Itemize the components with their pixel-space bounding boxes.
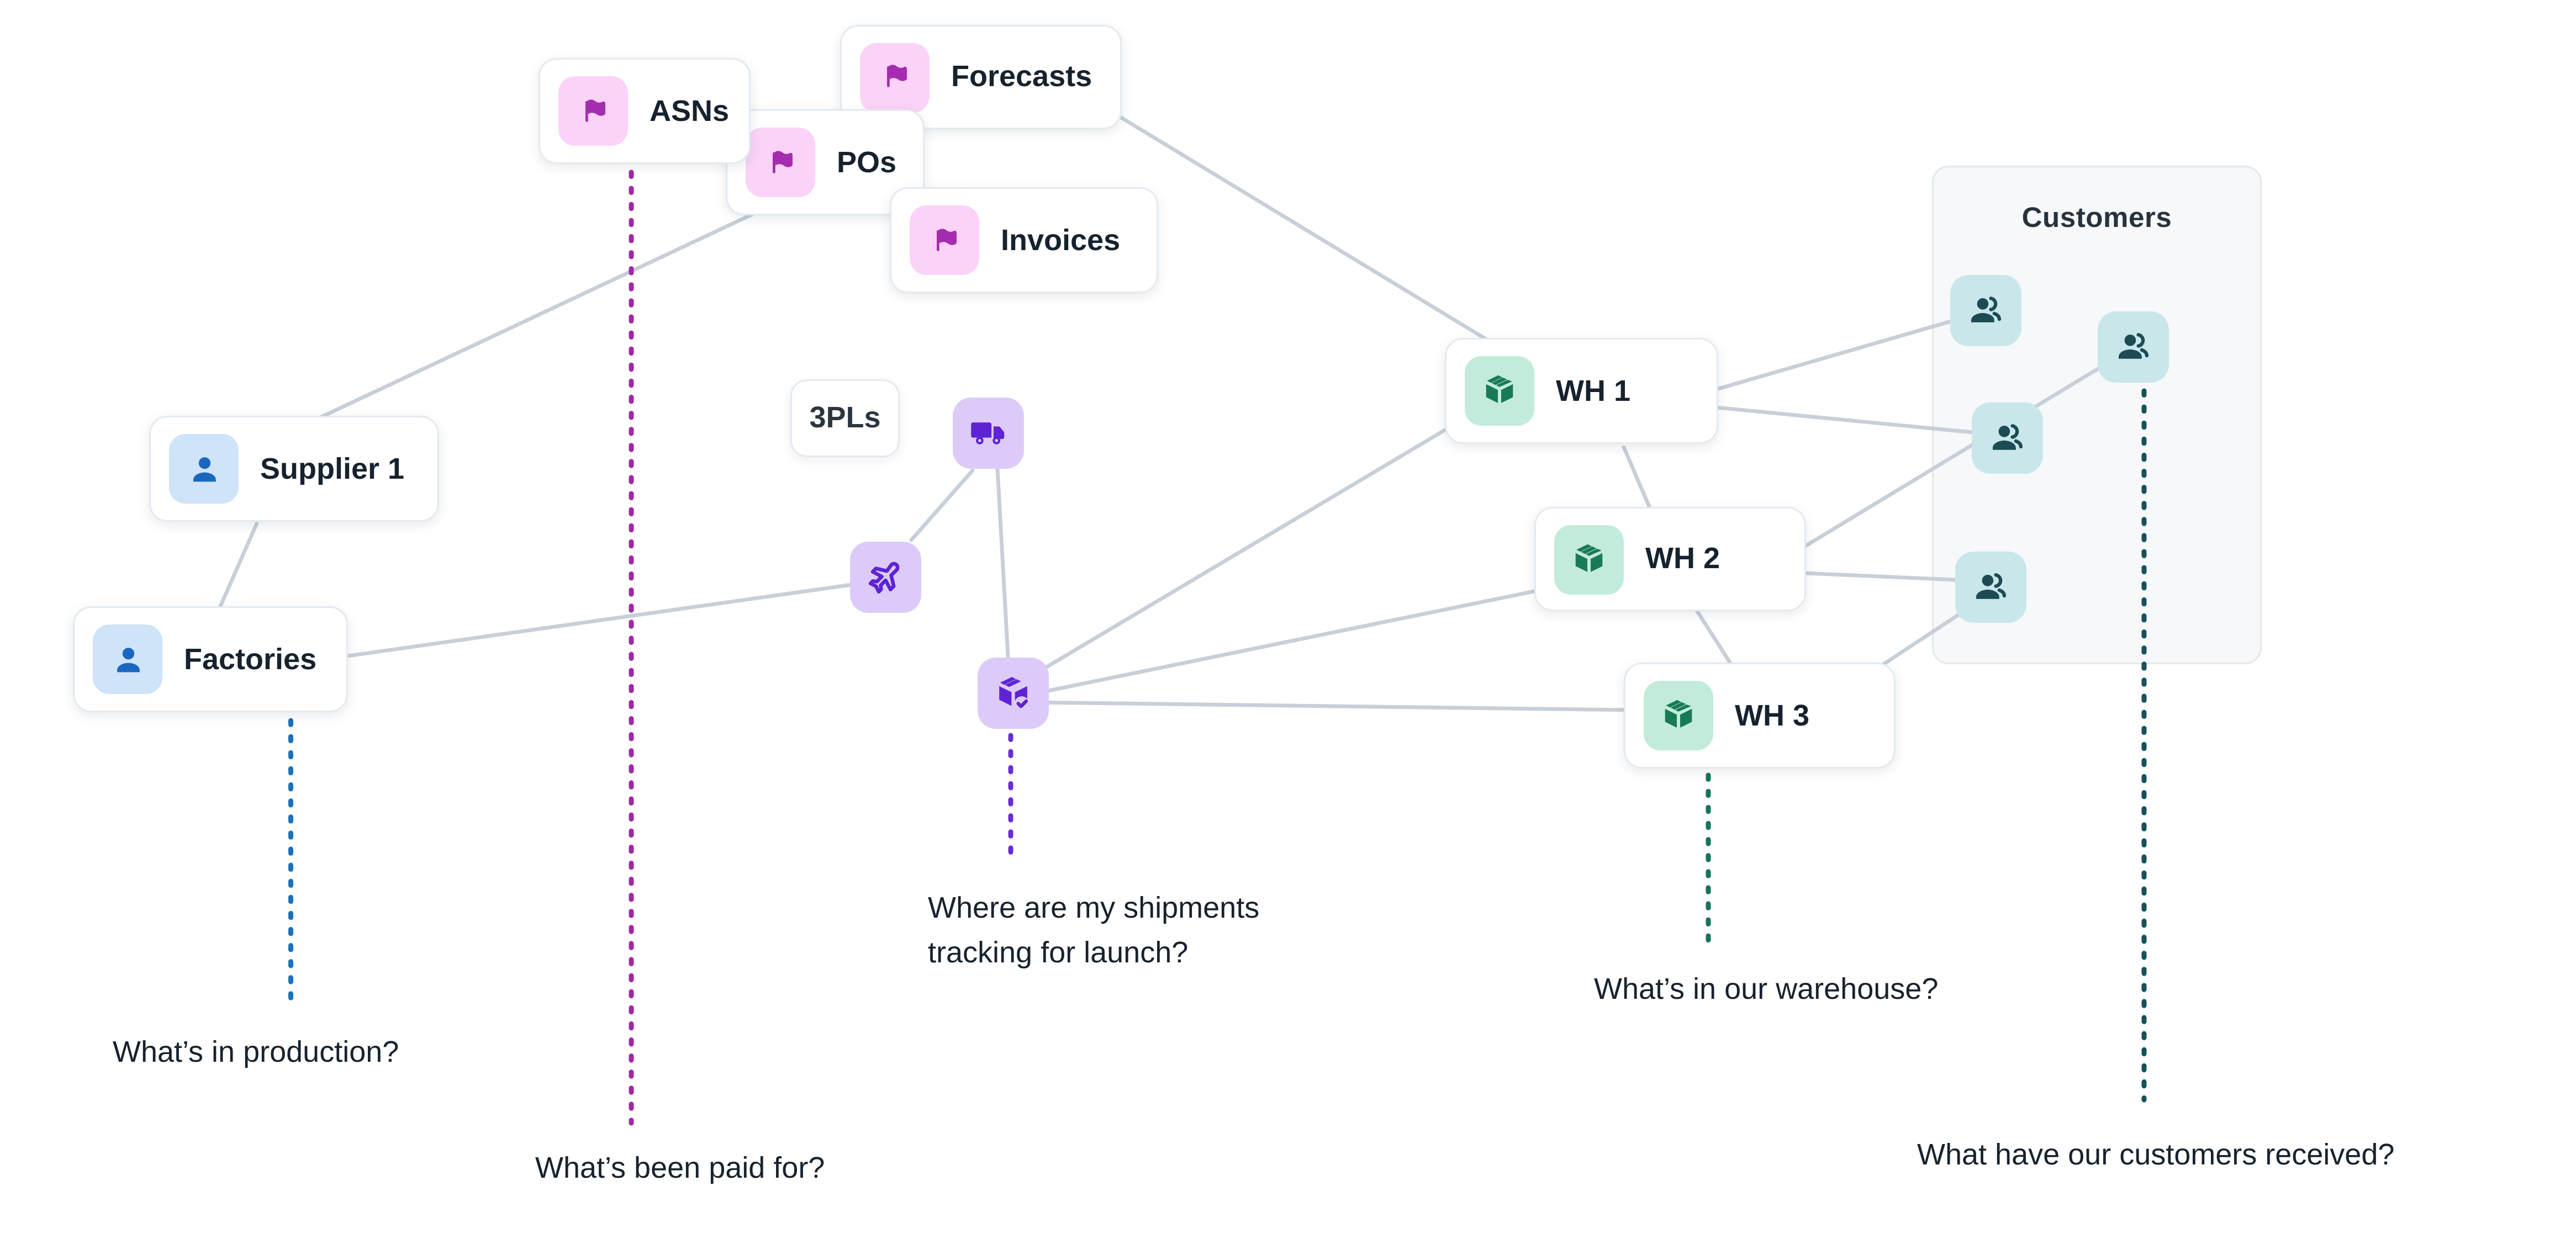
question-received: What have our customers received? (1917, 1138, 2395, 1171)
question-paid: What’s been paid for? (535, 1151, 825, 1184)
node-card-factories: Factories (73, 606, 348, 712)
customer-tile-1 (1950, 275, 2021, 346)
node-label: WH 3 (1735, 698, 1809, 732)
plane-tile (850, 542, 921, 613)
edge-package-wh1 (1018, 395, 1502, 685)
person-icon (192, 456, 215, 481)
question-shipments-line1: Where are my shipments (928, 891, 1260, 924)
node-card-wh-3: WH 3 (1624, 663, 1896, 769)
node-card-3pls: 3PLs (790, 379, 900, 457)
edge-supplier1-factories (218, 521, 259, 608)
node-icon-tile (558, 76, 628, 146)
truck-icon (971, 422, 1005, 444)
node-label: Factories (184, 642, 317, 675)
edge-plane-truck (909, 468, 975, 542)
edge-wh1-customer1 (1714, 309, 1987, 391)
people-icon (1992, 424, 2023, 450)
edge-package-wh2 (1022, 578, 1593, 698)
people-icon (2118, 333, 2149, 359)
flag-icon (886, 65, 906, 87)
node-card-invoices: Invoices (890, 187, 1158, 293)
node-label: WH 1 (1556, 373, 1630, 407)
question-shipments: Where are my shipments tracking for laun… (928, 886, 1259, 976)
node-card-asns: ASNs (539, 58, 751, 164)
customer-tile-2 (2098, 311, 2169, 383)
edge-truck-package (995, 467, 1011, 678)
question-warehouse: What’s in our warehouse? (1594, 972, 1939, 1005)
node-icon-tile (1465, 356, 1534, 426)
node-icon-tile (910, 205, 979, 275)
package-tile (978, 658, 1049, 729)
customer-tile-4 (1955, 552, 2026, 623)
question-shipments-line2: tracking for launch? (928, 936, 1189, 969)
edge-wh1-wh2 (1622, 445, 1656, 519)
flag-icon (584, 98, 605, 121)
box-icon (1665, 700, 1692, 728)
node-icon-tile (93, 624, 162, 694)
package-check-icon (999, 677, 1029, 711)
people-icon (1976, 573, 2006, 599)
person-icon (116, 647, 139, 671)
node-label: Invoices (1001, 223, 1121, 256)
dotted-connectors (288, 170, 2147, 1126)
edge-package-wh3 (1033, 700, 1676, 713)
node-icon-tile (860, 42, 930, 112)
plane-icon (868, 562, 900, 594)
customer-tile-3 (1972, 403, 2043, 474)
edge-pos-supplier1 (283, 210, 759, 436)
edge-wh2-customer2 (1802, 346, 2135, 549)
node-label: Forecasts (951, 60, 1092, 93)
truck-tile (953, 398, 1024, 469)
node-label: ASNs (650, 93, 730, 127)
flag-icon (936, 227, 956, 251)
node-label: 3PLs (809, 401, 881, 434)
node-icon-tile (1644, 681, 1713, 750)
edge-factories-plane (346, 579, 877, 658)
edge-wh1-customer3 (1714, 405, 2009, 438)
node-card-wh-1: WH 1 (1445, 338, 1718, 444)
question-production: What’s in production? (113, 1035, 399, 1068)
node-icon-tile (169, 434, 239, 504)
node-icon-tile (746, 128, 815, 197)
node-label: WH 2 (1645, 542, 1720, 575)
node-label: Supplier 1 (260, 451, 405, 485)
node-card-wh-2: WH 2 (1534, 507, 1806, 611)
flag-icon (772, 150, 792, 173)
node-label: POs (837, 145, 897, 178)
box-icon (1486, 375, 1513, 403)
edge-wh2-wh3 (1693, 606, 1735, 670)
box-icon (1575, 543, 1603, 571)
people-icon (1971, 296, 2001, 322)
customers-panel-title: Customers (2021, 202, 2172, 234)
node-icon-tile (1554, 524, 1624, 594)
node-card-supplier-1: Supplier 1 (149, 416, 439, 522)
